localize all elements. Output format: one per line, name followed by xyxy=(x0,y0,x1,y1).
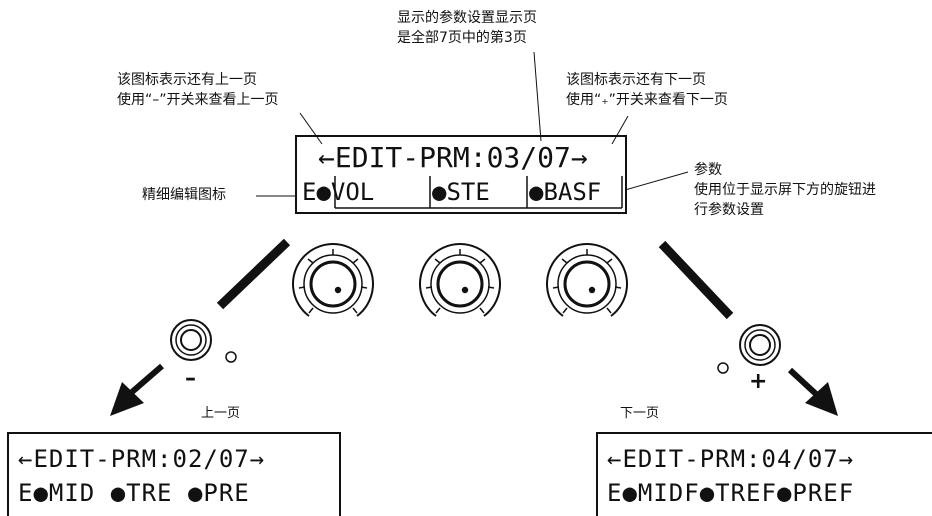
leader-next-icon xyxy=(611,115,629,145)
next-page-caption: 下一页 xyxy=(620,406,660,421)
leader-params xyxy=(624,171,689,191)
main-lcd-frame xyxy=(295,135,627,214)
knob-2[interactable] xyxy=(419,243,501,317)
prev-lcd: ←EDIT-PRM:02/07→ E●MID ●TRE ●PRE xyxy=(12,438,337,516)
page-info-annotation: 显示的参数设置显示页 是全部7页中的第3页 xyxy=(397,8,537,48)
minus-switch-label: – xyxy=(185,366,196,391)
plus-led xyxy=(717,362,729,374)
prev-page-caption: 上一页 xyxy=(201,406,241,421)
next-lcd-row1: ←EDIT-PRM:04/07→ xyxy=(607,445,855,473)
prev-lcd-frame xyxy=(7,432,341,516)
next-lcd-frame xyxy=(596,432,932,516)
page-info-line2: 是全部7页中的第3页 xyxy=(397,30,527,46)
plus-switch-label: + xyxy=(749,369,768,394)
diagonal-bar-right xyxy=(658,240,734,320)
params-line3: 行参数设置 xyxy=(694,202,764,218)
params-line1: 参数 xyxy=(694,162,722,178)
fine-edit-annotation: 精细编辑图标 xyxy=(142,185,226,205)
next-icon-line2: 使用“₊”开关来查看下一页 xyxy=(566,92,728,108)
arrow-to-next xyxy=(787,367,838,416)
fine-edit-label: 精细编辑图标 xyxy=(142,187,226,203)
next-icon-annotation: 该图标表示还有下一页 使用“₊”开关来查看下一页 xyxy=(566,70,728,110)
next-lcd-row2: E●MIDF●TREF●PREF xyxy=(607,479,855,507)
main-lcd: ←EDIT-PRM:03/07→ E●VOL ●STE ●BASF xyxy=(300,138,622,210)
arrow-to-prev xyxy=(110,363,164,416)
params-annotation: 参数 使用位于显示屏下方的旋钮进 行参数设置 xyxy=(694,160,876,220)
leader-prev-icon xyxy=(299,112,323,145)
main-lcd-cell-1: E●VOL xyxy=(302,178,375,206)
prev-icon-line1: 该图标表示还有上一页 xyxy=(117,72,257,88)
minus-led xyxy=(225,351,237,363)
prev-lcd-row2: E●MID ●TRE ●PRE xyxy=(18,479,250,507)
prev-icon-annotation: 该图标表示还有上一页 使用“–”开关来查看上一页 xyxy=(117,70,279,110)
page-info-line1: 显示的参数设置显示页 xyxy=(397,10,537,26)
main-lcd-cell-3: ●BASF xyxy=(529,178,602,206)
knob-3[interactable] xyxy=(546,243,628,317)
prev-lcd-row1: ←EDIT-PRM:02/07→ xyxy=(18,445,266,473)
next-icon-line1: 该图标表示还有下一页 xyxy=(566,72,706,88)
params-line2: 使用位于显示屏下方的旋钮进 xyxy=(694,182,876,198)
knob-1[interactable] xyxy=(292,243,374,317)
main-lcd-cell-2: ●STE xyxy=(432,178,490,206)
plus-footswitch[interactable] xyxy=(739,324,781,366)
leader-page-info xyxy=(533,51,542,142)
prev-icon-line2: 使用“–”开关来查看上一页 xyxy=(117,92,279,108)
diagonal-bar-left xyxy=(216,238,291,310)
next-lcd: ←EDIT-PRM:04/07→ E●MIDF●TREF●PREF xyxy=(601,438,932,516)
main-lcd-row1: ←EDIT-PRM:03/07→ xyxy=(318,141,588,174)
minus-footswitch[interactable] xyxy=(170,319,212,361)
